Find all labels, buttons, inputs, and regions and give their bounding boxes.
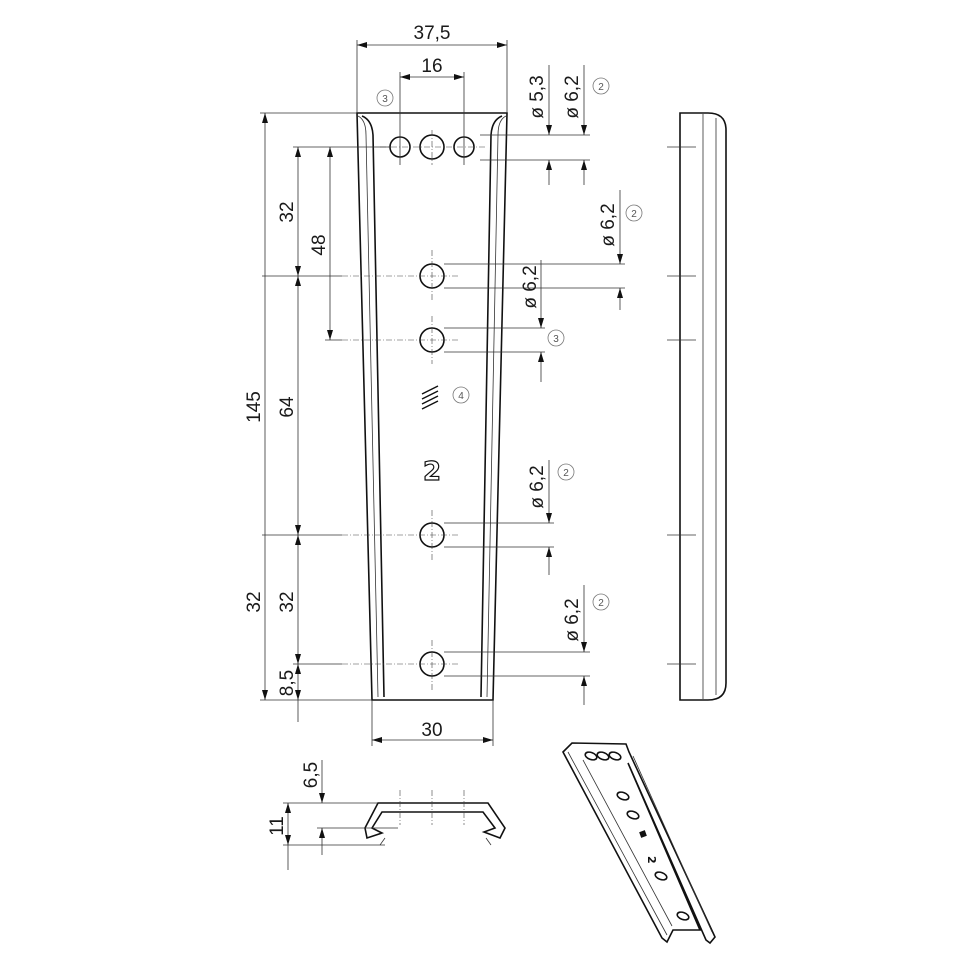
dim-profile-lip: 6,5 [301,762,322,788]
dim-outer-bottom: 32 [244,591,265,612]
dim-overall-width: 37,5 [414,23,451,44]
part-marking: 2 [423,457,441,487]
callout: 3 [382,94,388,105]
dia-top-large: ø 6,2 [562,75,583,118]
callout: 3 [553,334,559,345]
dimensions: 37,5 16 30 145 32 32 64 32 8,5 48 ø 5, [244,23,625,746]
dim-seg-lower: 32 [277,591,298,612]
callout: 2 [598,598,604,609]
dia-second: ø 6,2 [520,265,541,308]
callout: 2 [631,209,637,220]
front-view: 2 [342,112,508,701]
plate-outline [356,112,508,701]
dim-seg-bottom: 8,5 [277,670,298,696]
dim-bottom-width: 30 [421,720,442,741]
dia-right-upper: ø 6,2 [598,203,619,246]
dia-bottom: ø 6,2 [562,598,583,641]
dim-seg-middle: 64 [277,396,298,418]
dim-hole-spacing: 16 [421,56,442,77]
dia-lower: ø 6,2 [527,465,548,508]
holes [389,134,475,677]
callout: 2 [563,468,569,479]
callout: 4 [458,391,464,402]
callout: 2 [598,82,604,93]
plate-right-bend [480,115,503,698]
isometric-view: 2 [562,742,716,945]
centerlines [342,130,485,690]
iso-part-marking: 2 [645,856,658,864]
dim-overall-length: 145 [244,391,265,423]
dim-seg-48: 48 [309,234,330,255]
dim-profile-height: 11 [267,816,288,836]
profile-view: 11 6,5 [267,760,506,870]
dia-top-small: ø 5,3 [527,75,548,118]
dim-seg-top: 32 [277,201,298,222]
side-view [667,112,727,701]
hatch-marking-icon [421,385,439,410]
plate-left-bend [361,115,385,698]
callouts: 3 2 2 3 4 2 2 [376,77,643,611]
